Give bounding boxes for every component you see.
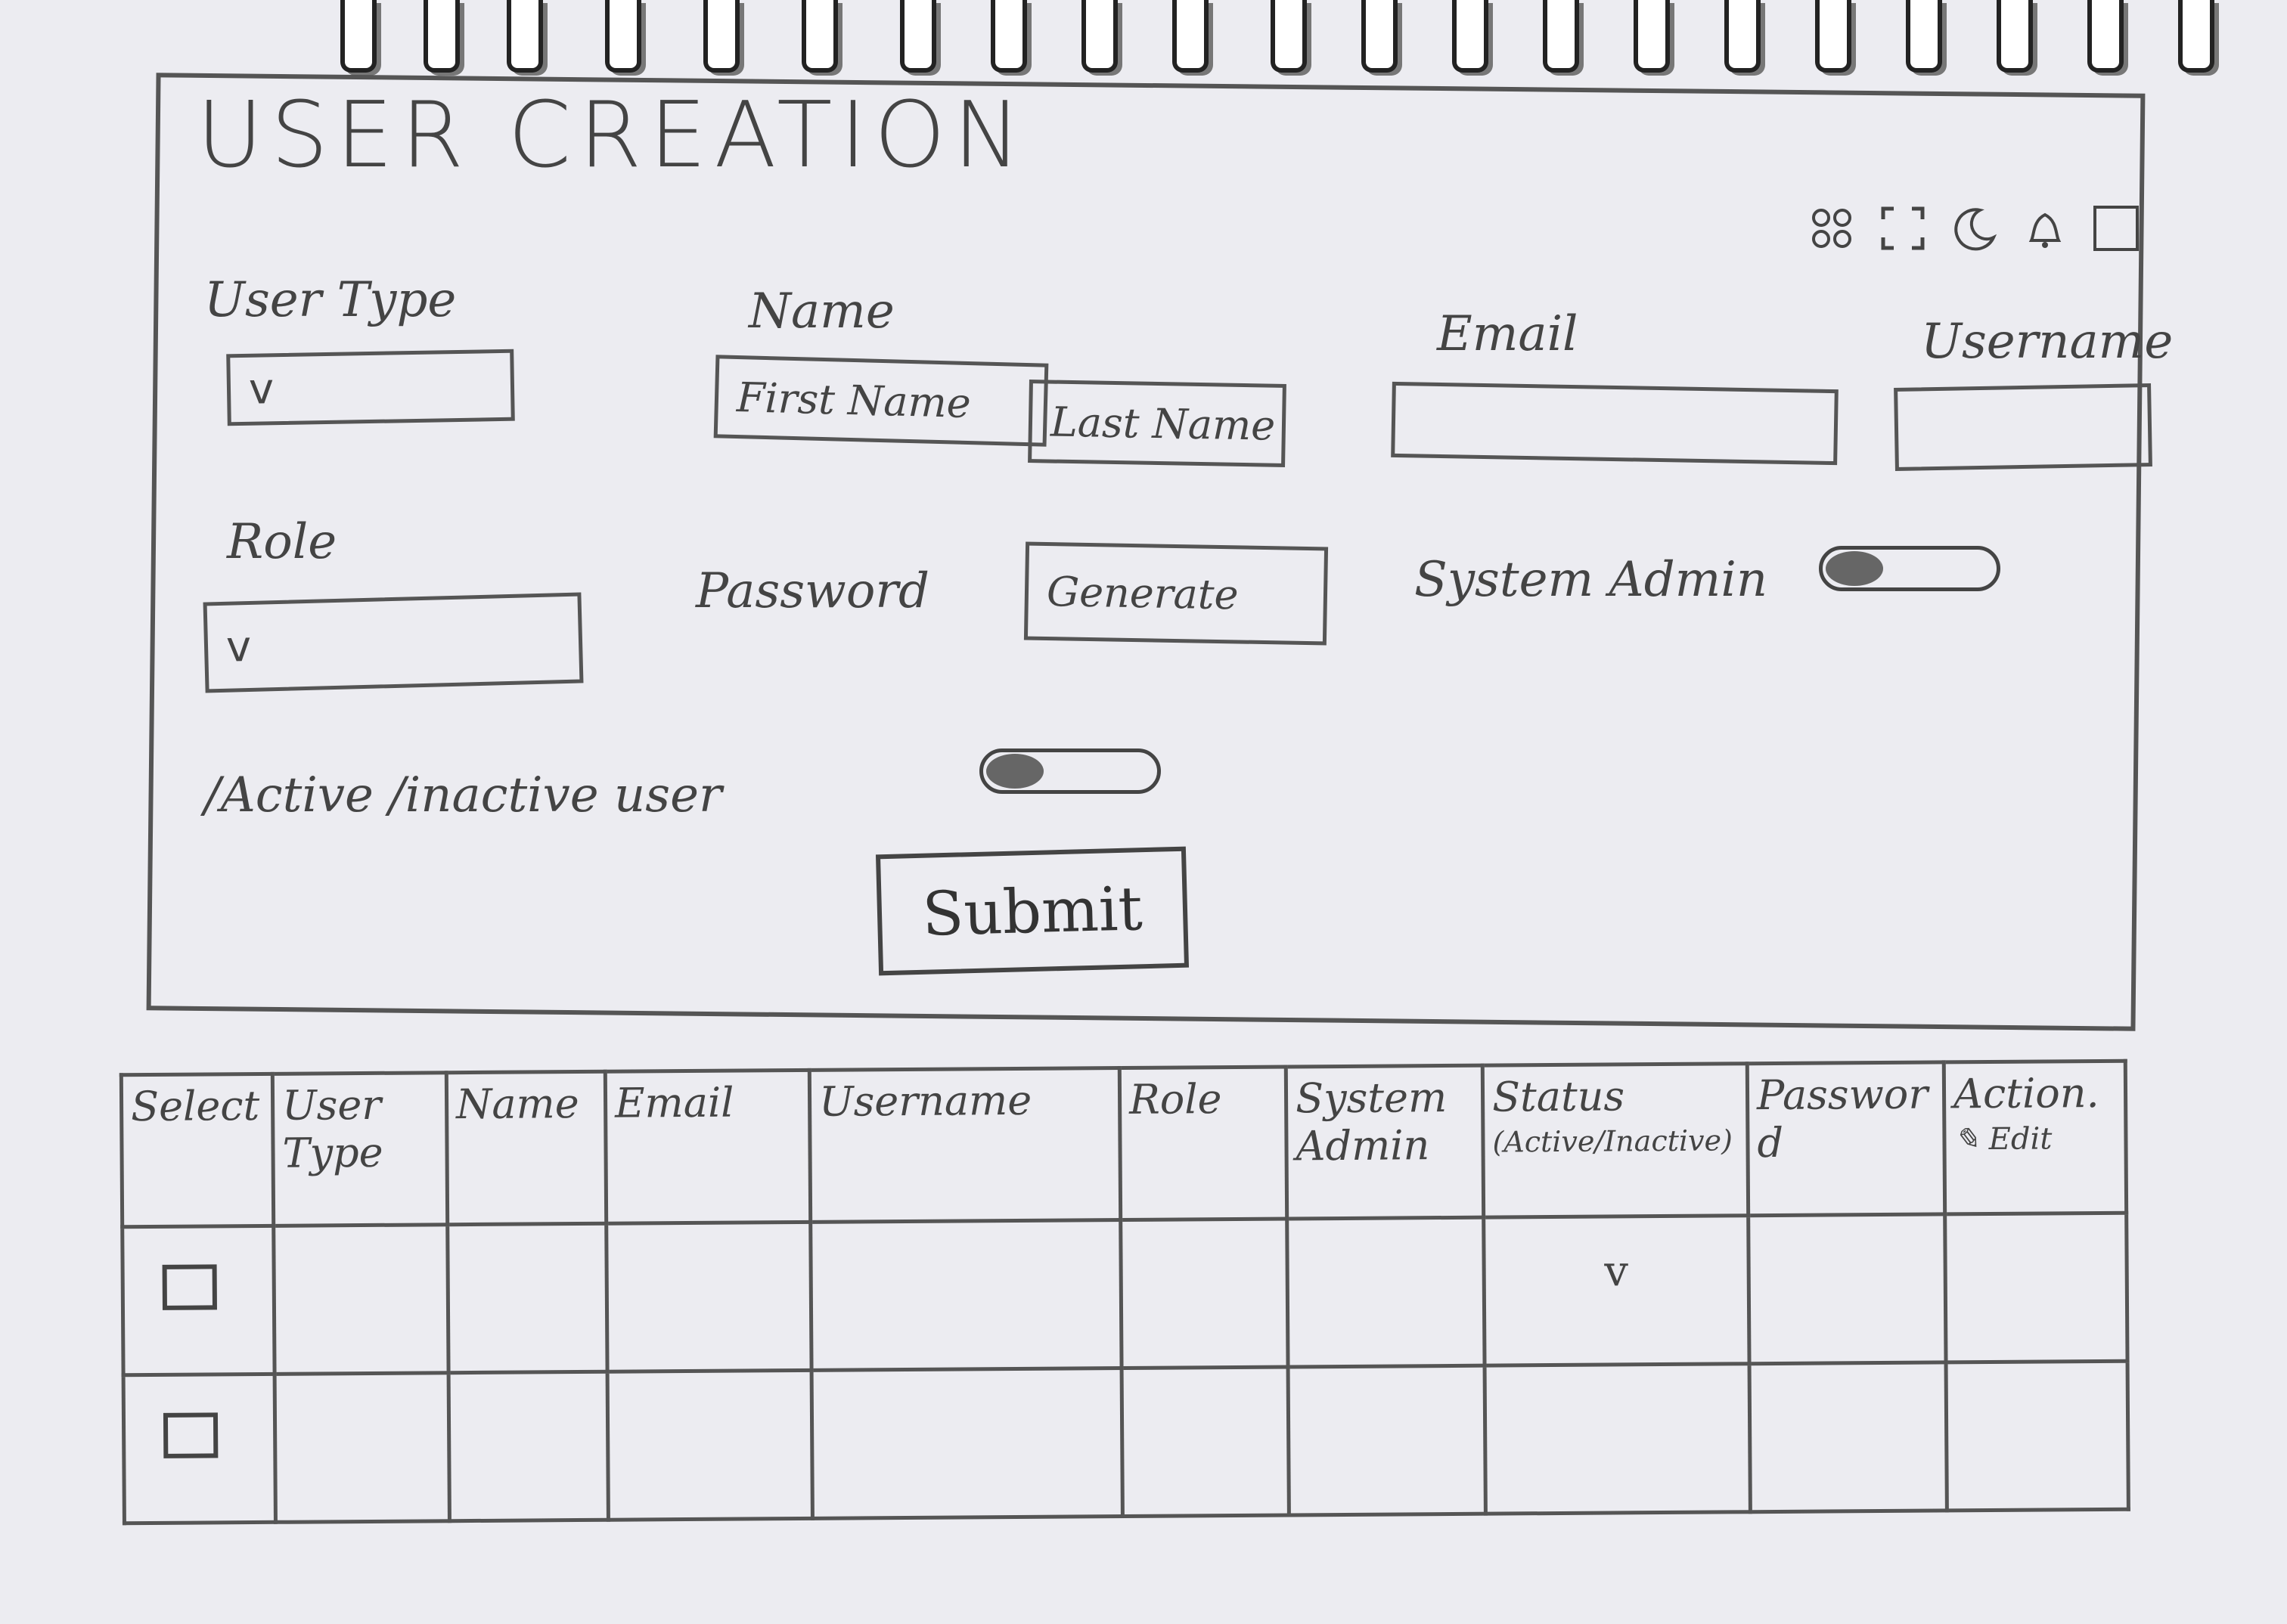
submit-button[interactable]: Submit — [875, 846, 1190, 976]
role-cell — [1120, 1218, 1289, 1368]
username-cell — [811, 1368, 1123, 1519]
edit-icon: ✎ — [1953, 1122, 1980, 1158]
last-name-input[interactable]: Last Name — [1028, 380, 1286, 467]
user-type-select[interactable]: v — [226, 349, 515, 426]
email-cell — [607, 1370, 813, 1520]
column-header-role: Role — [1119, 1066, 1287, 1220]
email-input[interactable] — [1391, 381, 1839, 466]
column-header-user-type: User Type — [272, 1072, 448, 1226]
select-cell — [123, 1374, 276, 1523]
system-admin-cell — [1286, 1217, 1485, 1367]
toggle-knob — [1826, 551, 1883, 586]
row-select-checkbox[interactable] — [163, 1412, 219, 1458]
toolbar — [1808, 204, 2140, 253]
column-header-name: Name — [446, 1071, 607, 1225]
username-label: Username — [1921, 314, 2174, 370]
column-header-action: Action. ✎ Edit — [1944, 1061, 2127, 1214]
fullscreen-icon[interactable] — [1879, 204, 1927, 253]
table-row — [123, 1361, 2129, 1523]
column-header-system-admin: System Admin — [1286, 1065, 1484, 1219]
action-cell — [1946, 1361, 2129, 1511]
column-header-email: Email — [605, 1070, 811, 1224]
generate-password-button[interactable]: Generate — [1023, 541, 1329, 646]
role-select[interactable]: v — [203, 592, 584, 693]
active-user-label: /Active /inactive user — [204, 767, 722, 823]
role-label: Role — [227, 514, 337, 570]
table-header-row: Select User Type Name Email Username Rol… — [121, 1061, 2127, 1227]
username-cell — [810, 1220, 1122, 1371]
table-row: v — [122, 1213, 2128, 1375]
system-admin-toggle[interactable] — [1819, 546, 2000, 591]
status-cell — [1485, 1363, 1751, 1514]
username-input[interactable] — [1894, 383, 2152, 471]
password-cell — [1748, 1213, 1947, 1364]
email-label: Email — [1437, 306, 1578, 362]
chevron-down-icon: v — [248, 364, 275, 414]
email-cell — [606, 1222, 812, 1372]
status-dropdown[interactable]: v — [1604, 1247, 1629, 1297]
users-table-wrapper: Select User Type Name Email Username Rol… — [119, 1059, 2130, 1557]
status-cell: v — [1483, 1215, 1750, 1366]
notification-icon[interactable] — [2021, 204, 2069, 253]
toggle-knob — [986, 754, 1044, 789]
chevron-down-icon: v — [225, 621, 253, 672]
dark-mode-icon[interactable] — [1950, 204, 1998, 253]
system-admin-label: System Admin — [1414, 552, 1768, 608]
column-header-status: Status (Active/Inactive) — [1482, 1063, 1749, 1218]
page-title: USER CREATION — [197, 83, 1029, 188]
users-table: Select User Type Name Email Username Rol… — [119, 1059, 2130, 1526]
first-name-input[interactable]: First Name — [713, 355, 1049, 447]
apps-icon[interactable] — [1808, 204, 1856, 253]
action-cell — [1944, 1213, 2128, 1362]
column-header-password: Password — [1747, 1061, 1945, 1216]
password-cell — [1749, 1362, 1947, 1512]
name-cell — [448, 1371, 609, 1521]
user-type-label: User Type — [204, 272, 457, 328]
name-cell — [447, 1223, 608, 1373]
name-label: Name — [749, 284, 895, 339]
role-cell — [1122, 1366, 1289, 1517]
select-cell — [122, 1226, 275, 1375]
column-header-select: Select — [121, 1074, 274, 1227]
system-admin-cell — [1288, 1365, 1486, 1515]
user-type-cell — [275, 1372, 450, 1523]
active-user-toggle[interactable] — [979, 748, 1161, 794]
row-select-checkbox[interactable] — [162, 1264, 217, 1310]
user-type-cell — [273, 1224, 449, 1375]
profile-icon[interactable] — [2092, 204, 2140, 253]
password-label: Password — [696, 563, 929, 619]
column-header-username: Username — [809, 1068, 1121, 1223]
edit-action[interactable]: ✎ Edit — [1953, 1121, 2053, 1158]
status-subtitle: (Active/Inactive) — [1492, 1123, 1733, 1159]
